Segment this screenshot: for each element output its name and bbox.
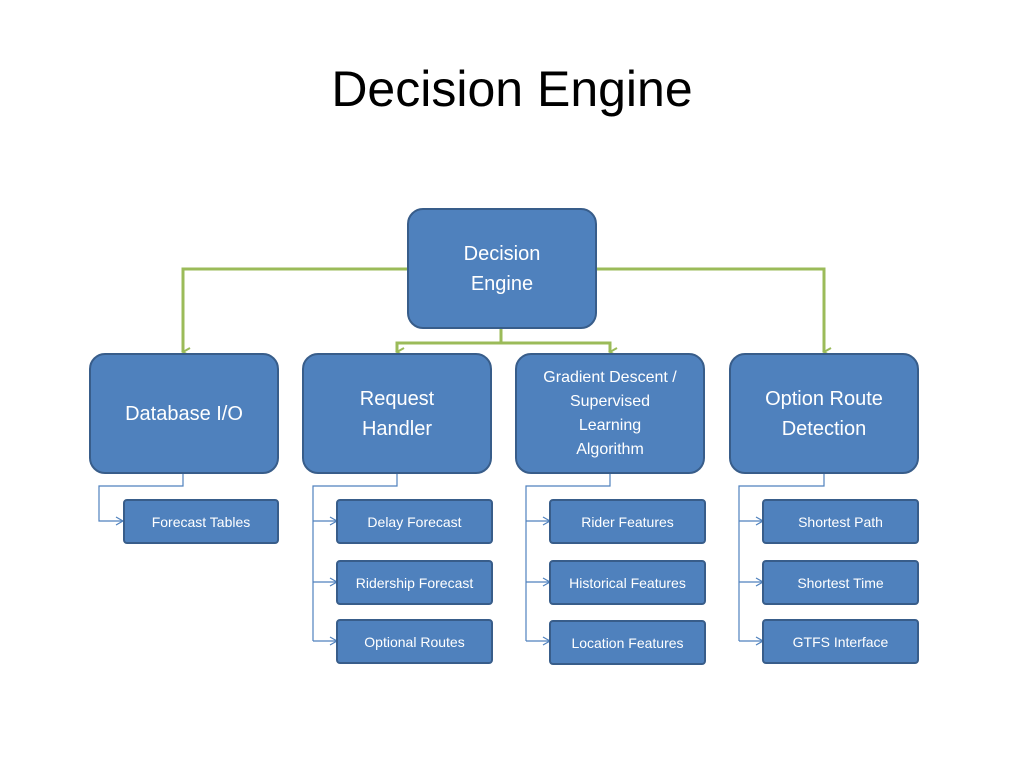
leaf-rider-features-label: Rider Features — [581, 513, 674, 530]
node-option-route-line1: Option Route — [765, 387, 883, 410]
connector-root-gradient — [501, 341, 610, 352]
node-request-handler-line2: Handler — [361, 417, 433, 440]
node-gradient-descent: Gradient Descent / Supervised Learning A… — [515, 353, 705, 474]
leaf-gtfs-interface: GTFS Interface — [762, 619, 919, 664]
child-connectors — [98, 474, 825, 646]
leaf-ridership-forecast-label: Ridership Forecast — [355, 574, 474, 591]
node-request-handler: Request Handler — [302, 353, 492, 474]
slide-title: Decision Engine — [331, 61, 693, 117]
connector-root-option-route — [596, 267, 824, 352]
node-option-route-line2: Detection — [781, 417, 867, 440]
node-gradient-descent-line4: Algorithm — [576, 440, 644, 458]
leaf-optional-routes: Optional Routes — [336, 619, 493, 664]
connector-root-request — [397, 341, 501, 352]
leaf-forecast-tables: Forecast Tables — [123, 499, 279, 544]
node-database-io: Database I/O — [89, 353, 279, 474]
leaf-shortest-path-label: Shortest Path — [798, 513, 883, 530]
node-decision-engine-line1: Decision — [463, 242, 541, 265]
leaf-shortest-path: Shortest Path — [762, 499, 919, 544]
leaf-location-features-label: Location Features — [571, 634, 684, 651]
leaf-location-features: Location Features — [549, 620, 706, 665]
node-decision-engine: Decision Engine — [407, 208, 597, 329]
node-decision-engine-line2: Engine — [470, 272, 534, 295]
leaf-delay-forecast: Delay Forecast — [336, 499, 493, 544]
node-gradient-descent-line1: Gradient Descent / — [543, 368, 677, 386]
node-gradient-descent-line3: Learning — [578, 416, 642, 434]
node-request-handler-line1: Request — [359, 387, 435, 410]
leaf-ridership-forecast: Ridership Forecast — [336, 560, 493, 605]
leaf-gtfs-interface-label: GTFS Interface — [792, 633, 889, 650]
leaf-historical-features: Historical Features — [549, 560, 706, 605]
leaf-shortest-time: Shortest Time — [762, 560, 919, 605]
leaf-delay-forecast-label: Delay Forecast — [367, 513, 462, 530]
leaf-forecast-tables-label: Forecast Tables — [151, 513, 251, 530]
root-connectors — [183, 267, 824, 352]
node-database-io-label: Database I/O — [125, 402, 243, 425]
node-gradient-descent-line2: Supervised — [569, 392, 651, 410]
leaf-rider-features: Rider Features — [549, 499, 706, 544]
leaf-historical-features-label: Historical Features — [569, 574, 686, 591]
connector-root-database — [183, 267, 408, 352]
leaf-shortest-time-label: Shortest Time — [797, 574, 884, 591]
leaf-optional-routes-label: Optional Routes — [364, 633, 465, 650]
node-option-route-detection: Option Route Detection — [729, 353, 919, 474]
